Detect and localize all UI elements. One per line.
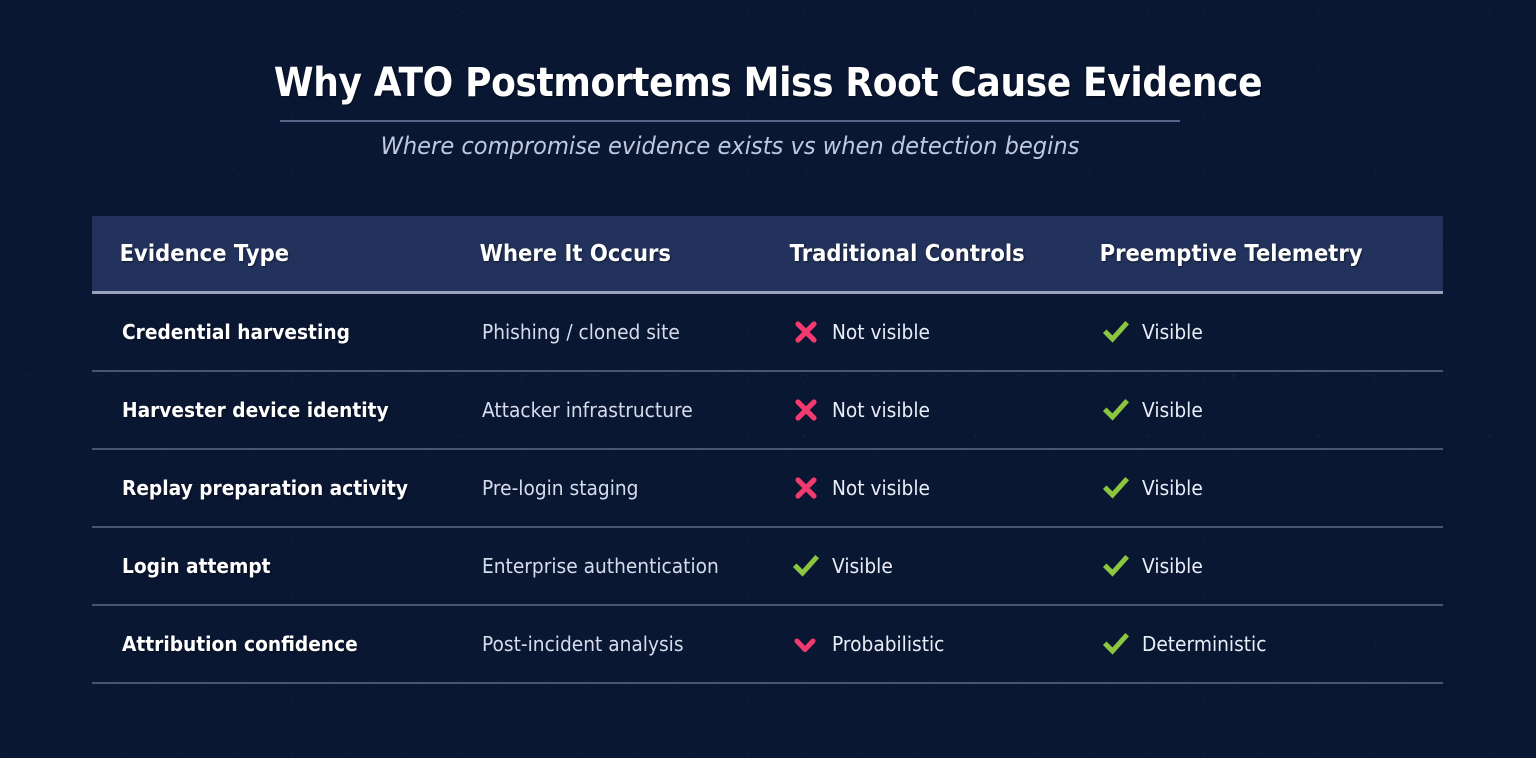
status-badge: Visible [1102,552,1443,580]
evidence-comparison-table: Evidence Type Where It Occurs Traditiona… [92,216,1443,684]
table-row: Attribution confidence Post-incident anal… [92,606,1443,684]
column-header-label: Where It Occurs [479,240,672,267]
cross-icon [795,477,817,499]
where-it-occurs-label: Post-incident analysis [482,632,684,656]
check-icon [792,554,820,577]
cell-preemptive-telemetry: Visible [1072,474,1443,502]
cell-where-it-occurs: Attacker infrastructure [452,398,762,422]
status-label: Not visible [832,320,930,344]
column-header-evidence-type: Evidence Type [92,241,423,267]
check-icon [1102,398,1130,421]
table-header-row: Evidence Type Where It Occurs Traditiona… [92,216,1443,294]
cell-evidence-type: Attribution confidence [92,632,452,656]
status-label: Visible [1142,398,1203,422]
cell-preemptive-telemetry: Visible [1072,318,1443,346]
column-header-where-it-occurs: Where It Occurs [452,241,737,267]
cell-preemptive-telemetry: Deterministic [1072,630,1443,658]
check-icon [1102,554,1130,577]
cell-evidence-type: Credential harvesting [92,320,452,344]
cell-traditional-controls: Not visible [762,318,1072,346]
check-icon [1102,320,1130,343]
column-header-preemptive-telemetry: Preemptive Telemetry [1072,241,1413,267]
status-badge: Not visible [792,474,1072,502]
partial-check-icon [794,638,816,652]
status-label: Probabilistic [832,632,945,656]
where-it-occurs-label: Attacker infrastructure [482,398,693,422]
cell-evidence-type: Harvester device identity [92,398,452,422]
cell-evidence-type: Login attempt [92,554,452,578]
status-label: Visible [832,554,893,578]
evidence-type-label: Login attempt [122,554,271,578]
status-badge: Visible [792,552,1072,580]
status-label: Visible [1142,476,1203,500]
page-title: Why ATO Postmortems Miss Root Cause Evid… [273,60,1263,106]
status-badge: Not visible [792,396,1072,424]
status-badge: Probabilistic [792,630,1072,658]
status-label: Visible [1142,320,1203,344]
cell-where-it-occurs: Pre-login staging [452,476,762,500]
column-header-label: Traditional Controls [789,240,1025,267]
status-label: Visible [1142,554,1203,578]
check-icon [1102,632,1130,655]
cross-icon [795,399,817,421]
evidence-type-label: Harvester device identity [122,398,389,422]
cell-where-it-occurs: Post-incident analysis [452,632,762,656]
check-icon [1102,476,1130,499]
cell-preemptive-telemetry: Visible [1072,552,1443,580]
table-body: Credential harvesting Phishing / cloned s… [92,294,1443,684]
evidence-type-label: Replay preparation activity [122,476,409,500]
status-badge: Visible [1102,318,1443,346]
status-label: Deterministic [1142,632,1267,656]
cell-evidence-type: Replay preparation activity [92,476,452,500]
status-badge: Deterministic [1102,630,1443,658]
status-label: Not visible [832,476,930,500]
cell-traditional-controls: Visible [762,552,1072,580]
table-row: Harvester device identity Attacker infras… [92,372,1443,450]
status-badge: Visible [1102,474,1443,502]
where-it-occurs-label: Pre-login staging [482,476,639,500]
status-badge: Visible [1102,396,1443,424]
page-subtitle: Where compromise evidence exists vs when… [380,132,1080,160]
status-badge: Not visible [792,318,1072,346]
cell-where-it-occurs: Enterprise authentication [452,554,762,578]
table-row: Replay preparation activity Pre-login sta… [92,450,1443,528]
status-label: Not visible [832,398,930,422]
where-it-occurs-label: Enterprise authentication [482,554,719,578]
cell-traditional-controls: Not visible [762,396,1072,424]
evidence-type-label: Credential harvesting [122,320,350,344]
cell-traditional-controls: Probabilistic [762,630,1072,658]
cross-icon [795,321,817,343]
evidence-type-label: Attribution confidence [122,632,358,656]
cell-preemptive-telemetry: Visible [1072,396,1443,424]
cell-where-it-occurs: Phishing / cloned site [452,320,762,344]
where-it-occurs-label: Phishing / cloned site [482,320,680,344]
column-header-label: Evidence Type [119,240,290,267]
column-header-traditional-controls: Traditional Controls [762,241,1047,267]
table-row: Credential harvesting Phishing / cloned s… [92,294,1443,372]
table-row: Login attempt Enterprise authentication Vi… [92,528,1443,606]
title-divider [280,120,1180,122]
cell-traditional-controls: Not visible [762,474,1072,502]
column-header-label: Preemptive Telemetry [1099,240,1363,267]
